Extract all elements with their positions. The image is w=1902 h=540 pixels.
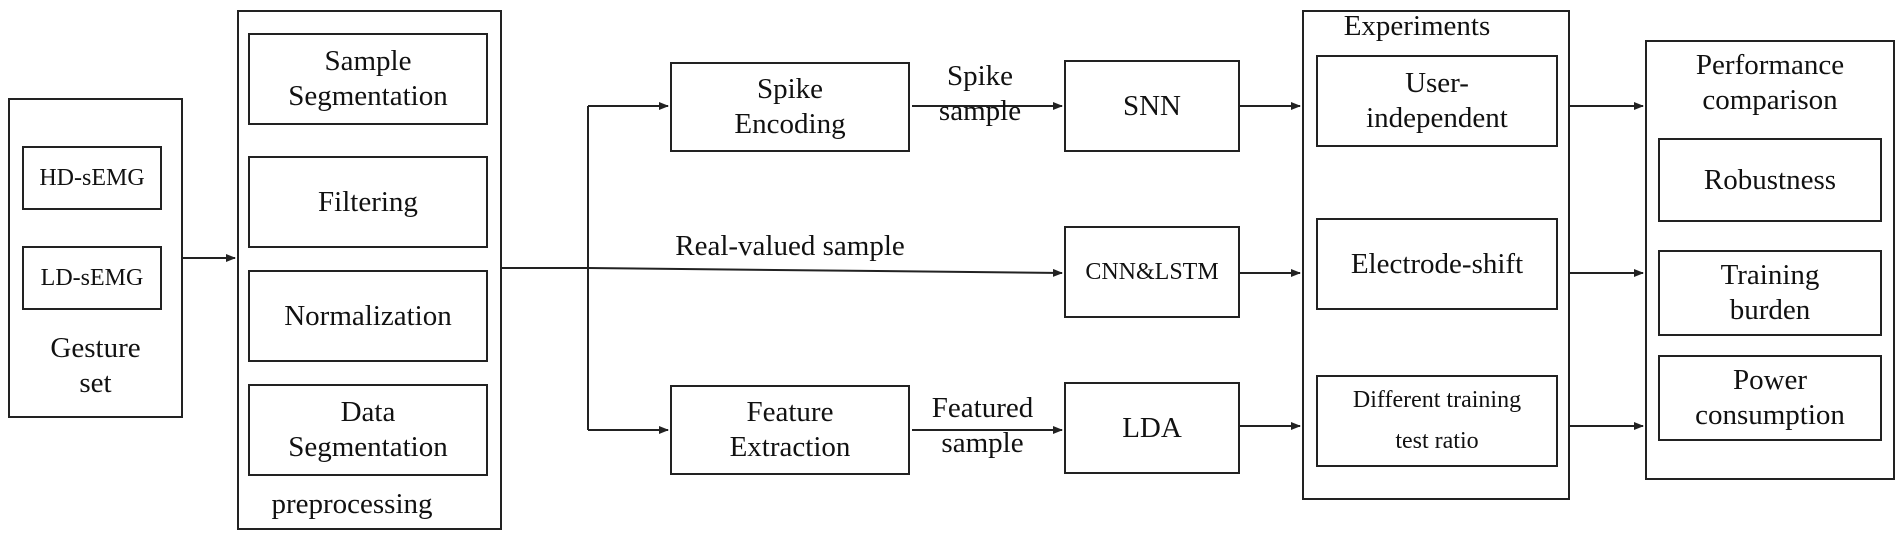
spike-encoding-box: Spike Encoding [670, 62, 910, 152]
filtering-box: Filtering [248, 156, 488, 248]
feature-extraction-box: Feature Extraction [670, 385, 910, 475]
power-consumption-box: Power consumption [1658, 355, 1882, 441]
user-independent-box: User- independent [1316, 55, 1558, 147]
featured-sample-label: Featured sample [931, 392, 1034, 459]
training-burden-box: Training burden [1658, 250, 1882, 336]
robustness-box: Robustness [1658, 138, 1882, 222]
electrode-shift-box: Electrode-shift [1316, 218, 1558, 310]
spike-sample-label: Spike sample [938, 60, 1022, 127]
data-segmentation-box: Data Segmentation [248, 384, 488, 476]
arrow-to-cnn-lstm [587, 267, 1063, 277]
sample-segmentation-box: Sample Segmentation [248, 33, 488, 125]
experiments-title: Experiments [1343, 9, 1491, 42]
preprocessing-label: preprocessing [271, 487, 433, 520]
performance-title: Performance comparison [1695, 49, 1845, 116]
cnn-lstm-box: CNN&LSTM [1064, 226, 1240, 318]
real-valued-sample-label: Real-valued sample [675, 229, 905, 262]
gesture-set-label: Gesture set [50, 332, 141, 399]
ld-semg-box: LD-sEMG [22, 246, 162, 310]
normalization-box: Normalization [248, 270, 488, 362]
snn-box: SNN [1064, 60, 1240, 152]
hd-semg-box: HD-sEMG [22, 146, 162, 210]
different-training-box: Different training test ratio [1316, 375, 1558, 467]
lda-box: LDA [1064, 382, 1240, 474]
